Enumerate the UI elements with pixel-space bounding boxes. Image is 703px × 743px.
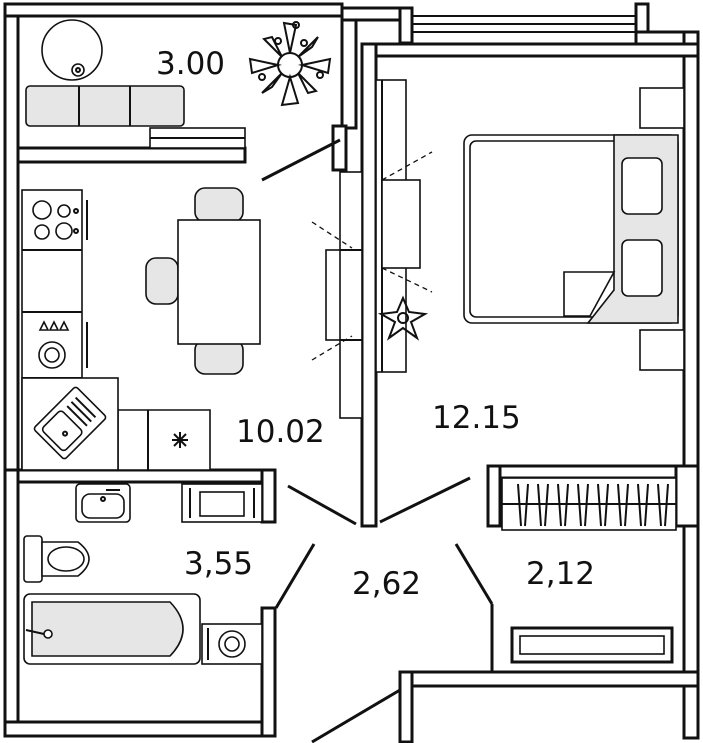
toilet-icon [23,535,90,583]
nightstand-bottom [639,329,685,371]
window-bedroom [412,15,636,33]
stove-icon [32,200,79,240]
pillow-icon [621,239,663,297]
kitchen [21,171,363,471]
round-table-icon [41,19,103,81]
sparkle-icon [172,432,188,448]
area-label-balcony: 3.00 [156,46,225,82]
door-kitchen [287,484,357,526]
area-label-bathroom: 3,55 [184,546,253,582]
washing-machine-icon [181,483,263,523]
nightstand-top [639,87,685,129]
area-label-bedroom: 12.15 [432,400,521,436]
kitchen-wall-cabinet [339,171,363,419]
bathtub-icon [23,593,201,665]
door-balcony [261,138,341,182]
balcony [25,19,332,149]
outer-walls [3,2,700,743]
entrance-door [311,688,401,743]
boiler-icon [201,623,263,665]
bench-icon [25,85,185,127]
bed-icon [463,134,679,324]
hangers-icon [517,483,669,527]
bedroom [375,79,685,373]
door-bathroom [274,543,316,609]
dining-table [145,187,261,375]
tv-bedroom [381,179,421,269]
door-closet [454,543,494,605]
area-label-closet: 2,12 [526,556,595,592]
area-label-kitchen: 10.02 [236,414,325,450]
area-label-hallway: 2,62 [352,566,421,602]
sink-icon [33,386,107,460]
kettle-icon [38,320,70,369]
door-bedroom [379,476,471,524]
bathroom [23,483,263,665]
closet [501,477,677,531]
plant-icon [248,21,332,107]
plant-bedroom-icon [377,295,429,341]
washbasin-icon [75,483,131,523]
pillow-icon [621,157,663,215]
